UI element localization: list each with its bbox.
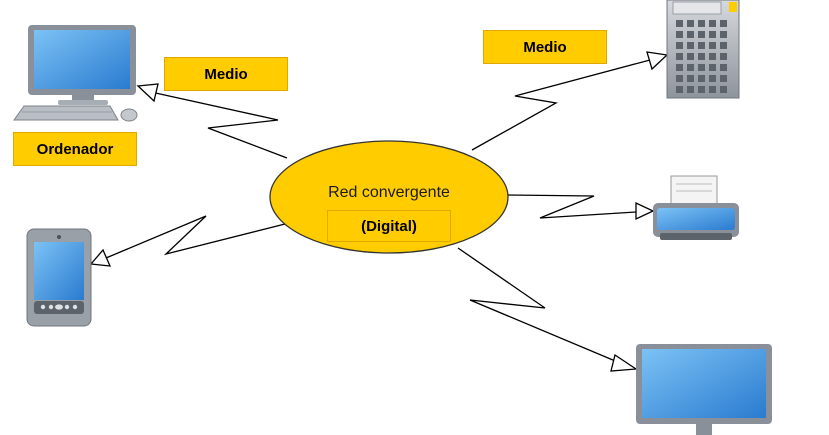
arrowhead-tablet: [89, 248, 112, 267]
link-to-monitor: [457, 247, 621, 364]
center-subtitle: (Digital): [327, 210, 451, 242]
link-to-server: [471, 59, 651, 151]
arrowhead-printer: [635, 201, 655, 221]
medio-label-left: Medio: [164, 57, 288, 91]
monitor-icon: [636, 344, 772, 435]
arrowhead-server: [646, 51, 669, 71]
computer-icon: [13, 25, 138, 122]
link-to-tablet: [105, 215, 286, 259]
center-title: Red convergente: [328, 184, 450, 201]
medio-label-right: Medio: [483, 30, 607, 64]
link-to-computer: [150, 91, 288, 159]
links: [89, 51, 669, 372]
arrowhead-computer: [136, 83, 159, 103]
printer-icon: [653, 175, 739, 240]
server-icon: [666, 0, 740, 99]
ordenador-label: Ordenador: [13, 132, 137, 166]
arrowhead-monitor: [610, 353, 638, 372]
tablet-icon: [26, 228, 92, 327]
link-to-printer: [507, 194, 637, 219]
